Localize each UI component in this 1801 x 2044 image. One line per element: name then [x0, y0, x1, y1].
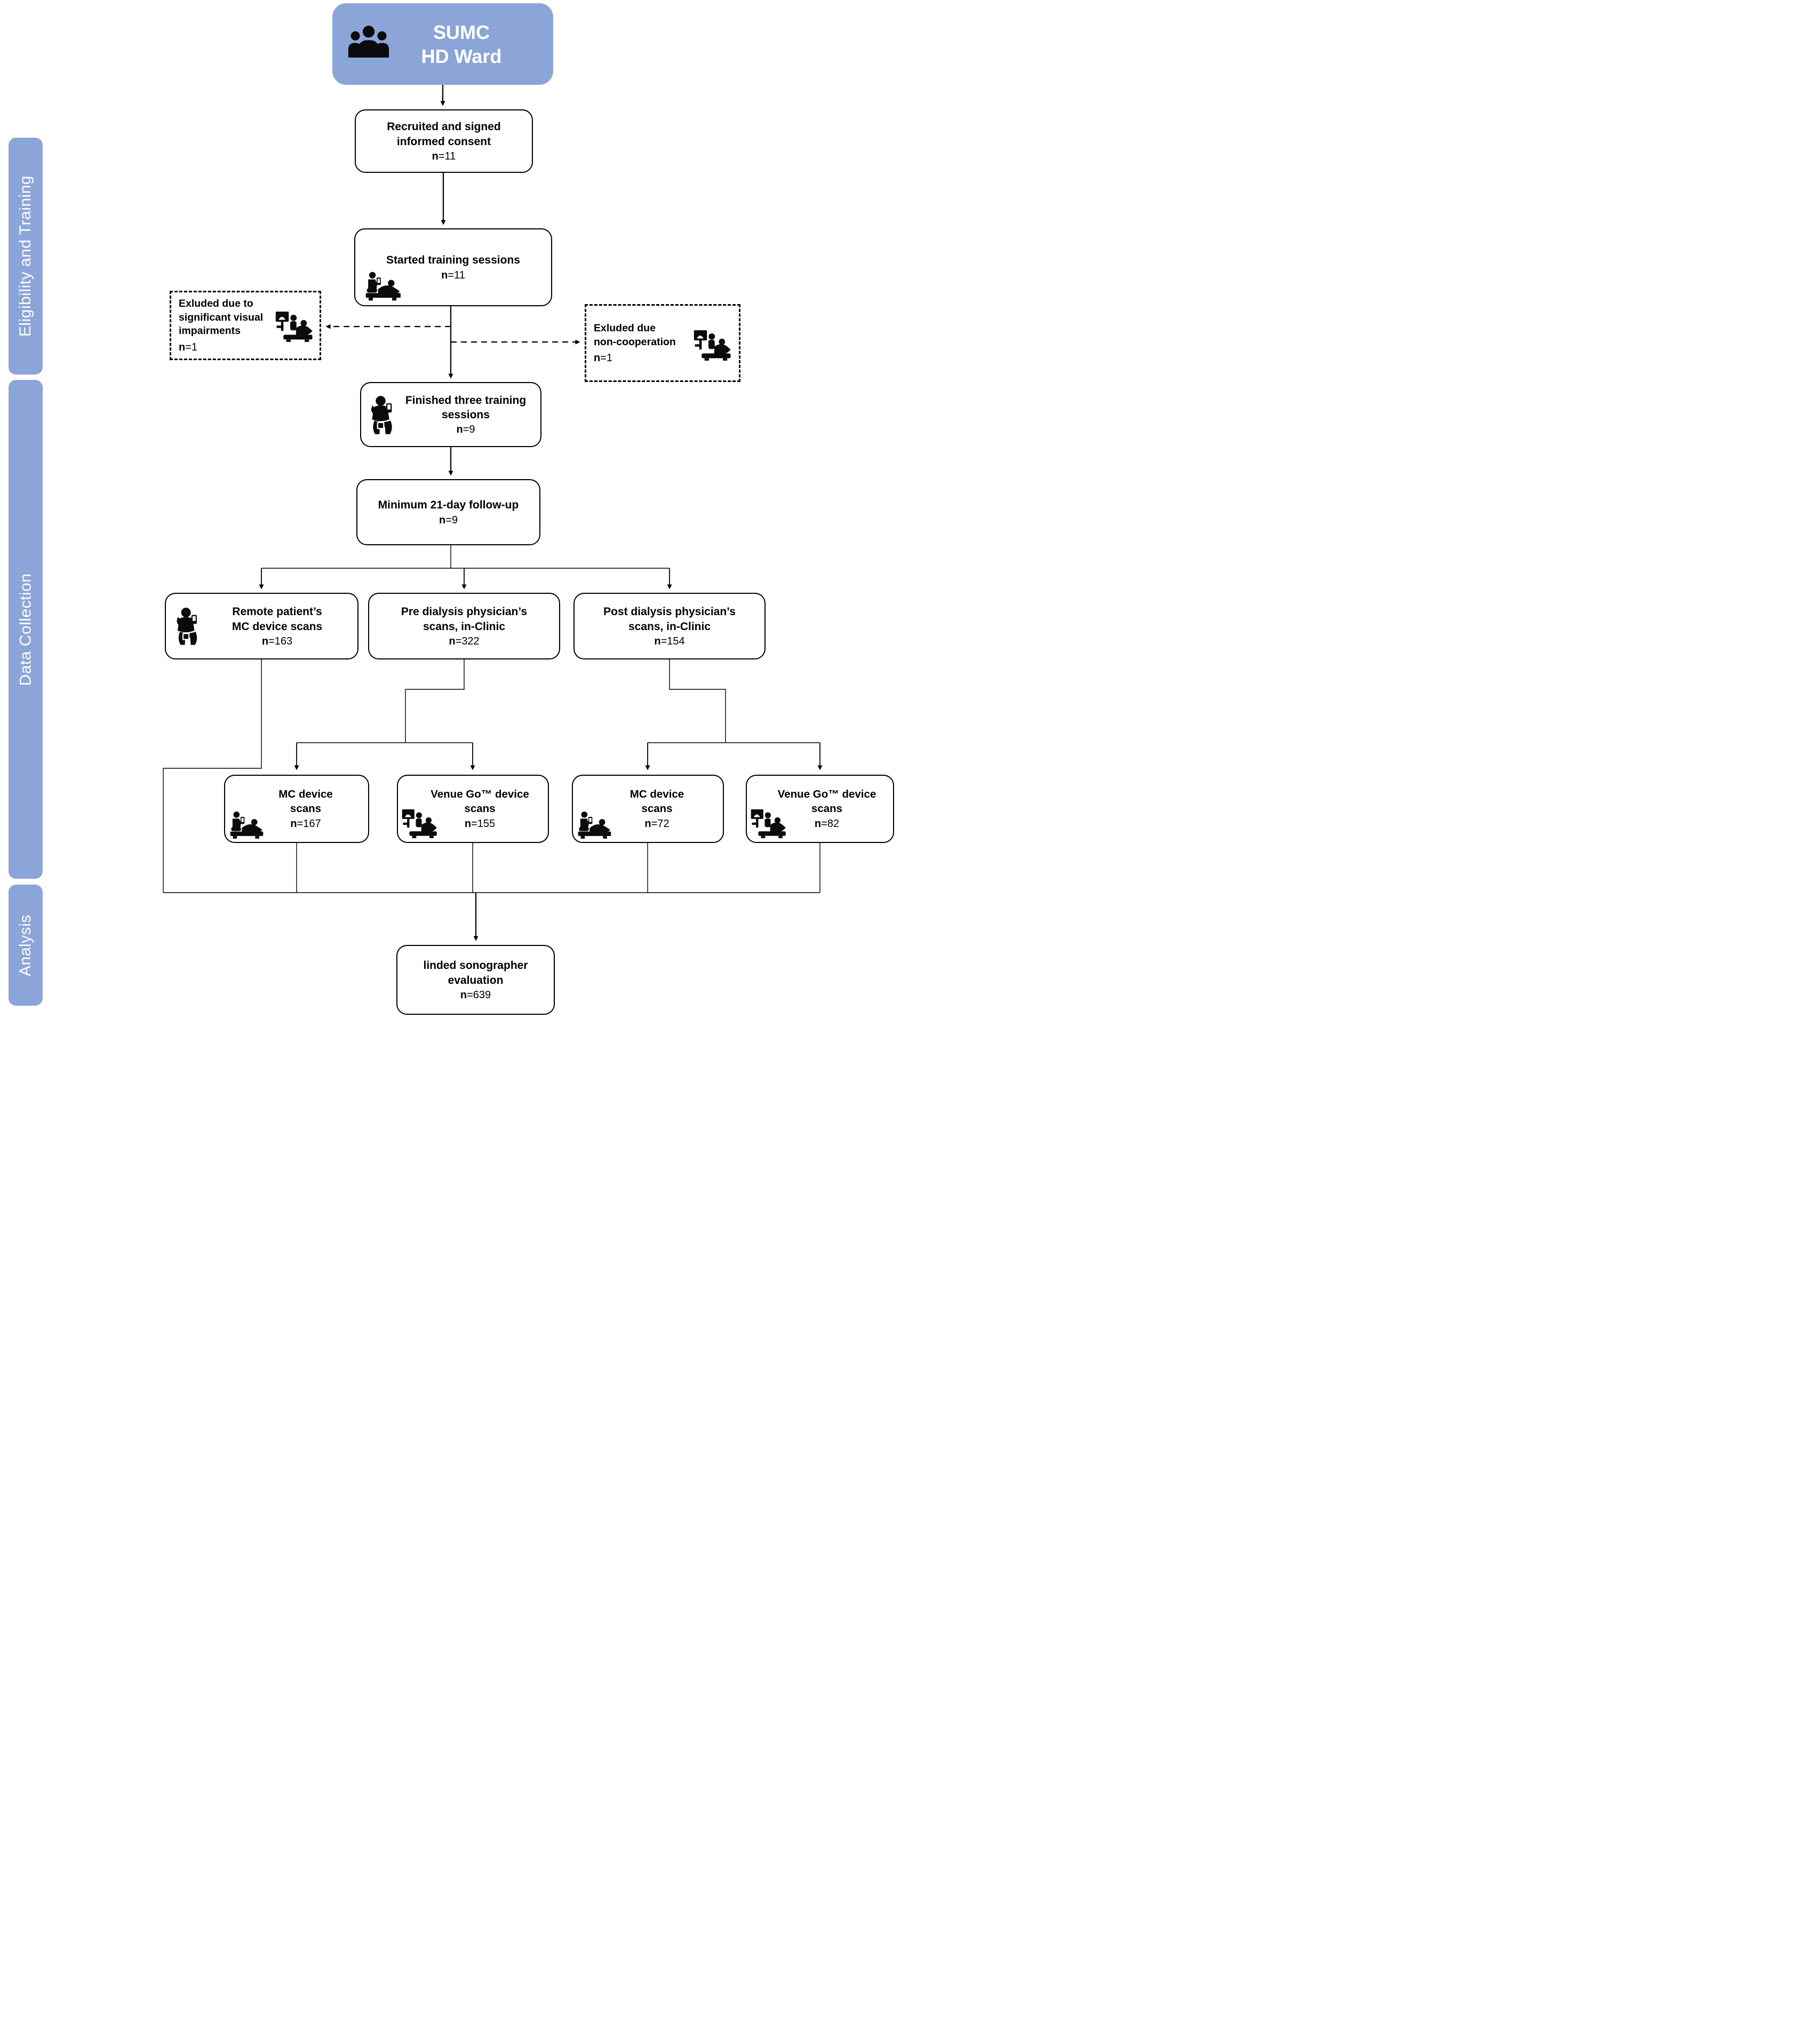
- count-label: n=1: [179, 341, 198, 353]
- box-label: MC device: [629, 788, 684, 801]
- ultrasound-cart-icon: [694, 330, 731, 361]
- box-label: non-cooperation: [594, 336, 676, 348]
- bedside-scan-icon: [578, 812, 611, 839]
- count-label: n=11: [441, 269, 465, 281]
- mc-device-scans-pre-box: MC device scans n=167: [224, 775, 369, 843]
- box-label: Venue Go™ device: [777, 788, 876, 801]
- recruited-consent-box: Recruited and signed informed consent n=…: [355, 109, 533, 173]
- sonographer-evaluation-box: linded sonographer evaluation n=639: [396, 945, 555, 1015]
- remote-patient-scans-box: Remote patient’s MC device scans n=163: [165, 593, 358, 659]
- box-label: Exluded due to: [179, 298, 253, 310]
- excluded-visual-impairment-box: Exluded due to significant visual impair…: [170, 291, 321, 360]
- pre-dialysis-scans-box: Pre dialysis physician’s scans, in-Clini…: [368, 593, 560, 659]
- box-label: Exluded due: [594, 322, 656, 335]
- self-scan-icon: [371, 396, 392, 434]
- count-label: n=639: [460, 989, 491, 1001]
- venue-go-scans-post-box: Venue Go™ device scans n=82: [746, 775, 894, 843]
- ultrasound-cart-icon: [751, 809, 786, 838]
- fanout-line: [261, 545, 670, 569]
- count-label: n=11: [432, 150, 456, 162]
- count-label: n=9: [456, 424, 475, 436]
- count-label: n=72: [644, 817, 670, 830]
- flow-diagram: Eligibility and Training Data Collection…: [0, 0, 900, 1022]
- excluded-non-cooperation-box: Exluded due non-cooperation n=1: [585, 304, 740, 382]
- stage-band-data-collection: Data Collection: [9, 380, 43, 879]
- count-label: n=1: [594, 352, 613, 364]
- scan-stub-lines: [296, 843, 820, 893]
- count-label: n=154: [654, 635, 685, 647]
- box-label: scans, in-Clinic: [423, 620, 506, 633]
- remote-feed-line: [163, 659, 262, 893]
- box-label: Recruited and signed: [387, 121, 501, 133]
- box-label: Post dialysis physician’s: [603, 606, 736, 618]
- finished-training-box: Finished three training sessions n=9: [360, 382, 541, 447]
- box-label: Remote patient’s: [232, 606, 322, 618]
- flow-connectors: [163, 85, 823, 941]
- box-label: scans, in-Clinic: [628, 620, 711, 633]
- post-dialysis-scans-box: Post dialysis physician’s scans, in-Clin…: [573, 593, 766, 659]
- stage-band-analysis: Analysis: [9, 885, 43, 1006]
- count-label: n=163: [261, 635, 293, 647]
- count-label: n=9: [439, 514, 458, 526]
- post-split-line: [648, 659, 820, 743]
- count-label: n=82: [814, 817, 840, 830]
- box-label: Finished three training: [405, 394, 527, 407]
- self-scan-icon: [177, 608, 197, 645]
- box-label: scans: [811, 802, 843, 815]
- box-label: Minimum 21-day follow-up: [378, 499, 519, 512]
- venue-go-scans-pre-box: Venue Go™ device scans n=155: [397, 775, 549, 843]
- count-label: n=167: [290, 817, 321, 830]
- bedside-scan-icon: [230, 812, 264, 839]
- box-label: Venue Go™ device: [431, 788, 529, 801]
- ultrasound-cart-icon: [402, 809, 437, 838]
- box-label: evaluation: [448, 974, 504, 987]
- sumc-hd-ward-box: SUMC HD Ward: [332, 3, 553, 85]
- count-label: n=155: [464, 817, 496, 830]
- count-label: n=322: [449, 635, 480, 647]
- box-label: impairments: [179, 325, 241, 337]
- bedside-scan-icon: [365, 272, 401, 301]
- started-training-box: Started training sessions n=11: [354, 228, 552, 306]
- box-label: MC device scans: [232, 620, 323, 633]
- people-group-icon: [348, 26, 389, 58]
- box-label: informed consent: [396, 135, 491, 148]
- title-line: HD Ward: [421, 45, 502, 67]
- title-line: SUMC: [433, 21, 490, 43]
- box-label: Started training sessions: [386, 254, 520, 267]
- stage-band-eligibility-and-training: Eligibility and Training: [9, 138, 43, 375]
- followup-box: Minimum 21-day follow-up n=9: [356, 479, 540, 545]
- box-label: significant visual: [179, 311, 264, 323]
- box-label: MC device: [278, 788, 333, 801]
- pre-split-line: [297, 659, 473, 743]
- mc-device-scans-post-box: MC device scans n=72: [572, 775, 724, 843]
- box-label: scans: [464, 802, 496, 815]
- box-label: Pre dialysis physician’s: [401, 606, 528, 618]
- box-label: scans: [641, 802, 673, 815]
- box-label: linded sonographer: [423, 959, 528, 972]
- ultrasound-cart-icon: [275, 311, 313, 342]
- box-label: scans: [290, 802, 322, 815]
- box-label: sessions: [442, 409, 490, 421]
